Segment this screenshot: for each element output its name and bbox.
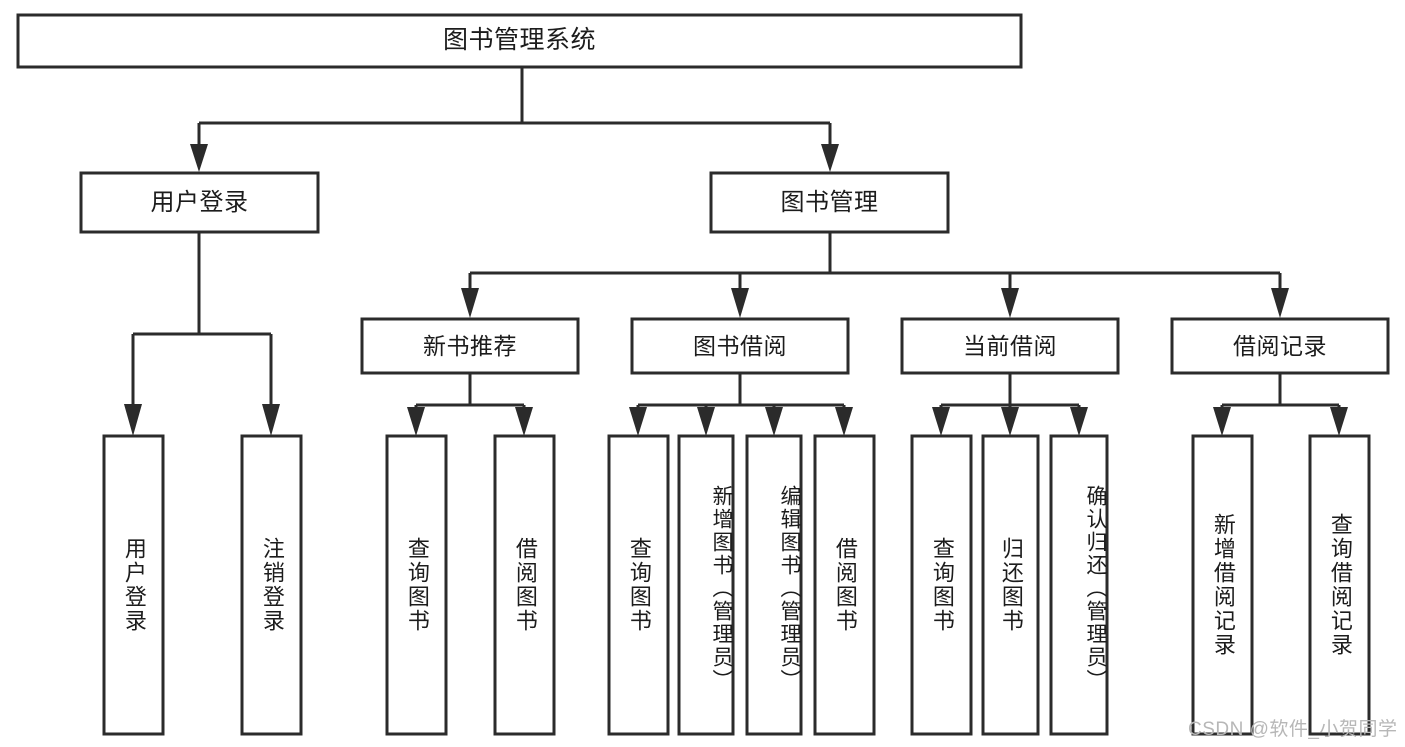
node-new-book-recommend[interactable] [360, 317, 580, 375]
arrow-head-br-query-record [1330, 407, 1348, 436]
node-leaf-cb-confirm-return[interactable] [1049, 434, 1109, 736]
arrow-head-book-management [821, 144, 839, 172]
node-user-login[interactable] [79, 171, 320, 234]
arrow-head-current-borrow [1001, 288, 1019, 318]
node-borrow-record[interactable] [1170, 317, 1390, 375]
node-leaf-bb-borrow-book[interactable] [813, 434, 876, 736]
arrow-head-cb-confirm-return [1070, 407, 1088, 436]
node-leaf-cb-return-book[interactable] [981, 434, 1040, 736]
node-leaf-bb-add-book[interactable] [677, 434, 735, 736]
node-book-borrow[interactable] [630, 317, 850, 375]
node-leaf-nb-borrow-book[interactable] [493, 434, 556, 736]
arrow-head-bb-borrow-book [835, 407, 853, 436]
arrow-head-borrow-record [1271, 288, 1289, 318]
node-leaf-logout[interactable] [240, 434, 303, 736]
node-book-management[interactable] [709, 171, 950, 234]
arrow-head-user-login [190, 144, 208, 172]
arrow-head-br-add-record [1213, 407, 1231, 436]
arrow-head-new-book-recommend [461, 288, 479, 318]
arrow-head-bb-query-book [629, 407, 647, 436]
node-leaf-bb-edit-book[interactable] [745, 434, 803, 736]
arrow-head-cb-return-book [1001, 407, 1019, 436]
node-current-borrow[interactable] [900, 317, 1120, 375]
node-leaf-nb-query-book[interactable] [385, 434, 448, 736]
arrow-head-cb-query-book [932, 407, 950, 436]
arrow-head-bb-add-book [697, 407, 715, 436]
arrow-head-nb-borrow-book [515, 407, 533, 436]
node-leaf-user-login[interactable] [102, 434, 165, 736]
node-leaf-bb-query-book[interactable] [607, 434, 670, 736]
arrow-head-nb-query-book [407, 407, 425, 436]
node-leaf-br-query-record[interactable] [1308, 434, 1371, 736]
node-root-book-management-system[interactable] [16, 13, 1023, 69]
node-leaf-br-add-record[interactable] [1191, 434, 1254, 736]
arrow-head-bb-edit-book [765, 407, 783, 436]
csdn-watermark: CSDN @软件_小贺同学 [1188, 719, 1398, 740]
node-leaf-cb-query-book[interactable] [910, 434, 973, 736]
arrow-head-leaf-logout [262, 404, 280, 436]
arrow-head-book-borrow [731, 288, 749, 318]
arrow-head-leaf-user-login [124, 404, 142, 436]
